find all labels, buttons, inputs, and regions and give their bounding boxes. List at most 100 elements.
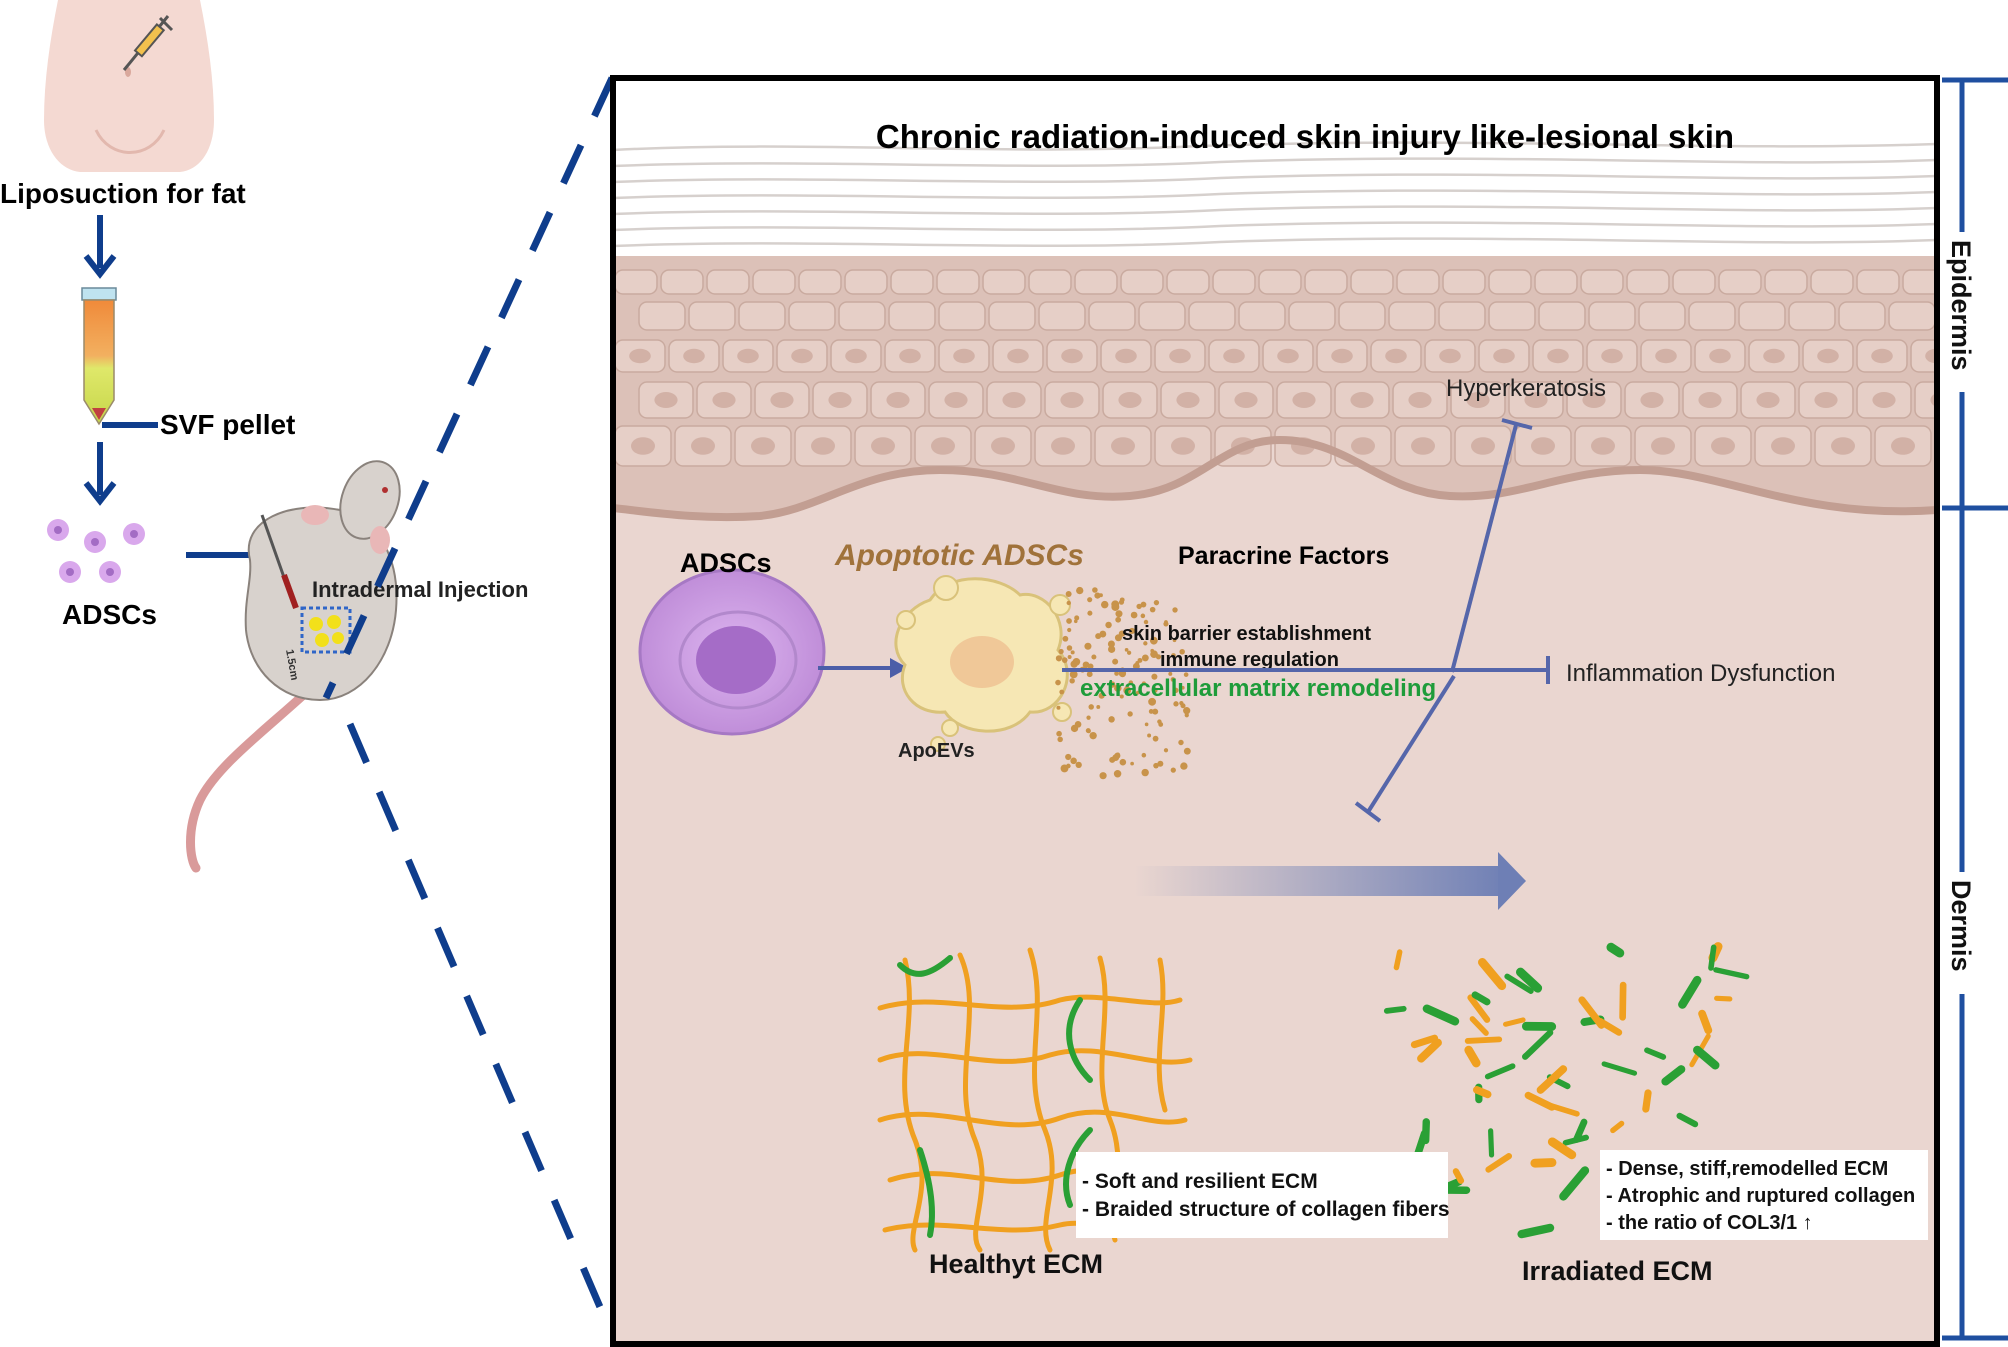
cell-nucleus (791, 348, 813, 364)
epidermal-cell (614, 269, 658, 295)
vesicle-dot (1089, 731, 1097, 740)
dermis-label-bg (1948, 872, 1978, 994)
collagen-fragment (1547, 1102, 1580, 1117)
epidermal-cell (1534, 269, 1578, 295)
hyperkeratosis-label: Hyperkeratosis (1446, 375, 1606, 402)
vesicle-dot (1126, 650, 1132, 655)
epidermal-cell (1902, 269, 1937, 295)
centrifuge-tube-icon (81, 287, 117, 426)
cell-nucleus (629, 348, 651, 364)
cell-nucleus (712, 392, 736, 408)
cell-nucleus (1002, 392, 1026, 408)
epidermal-cell (1718, 269, 1762, 295)
vesicle-dot (1151, 673, 1158, 680)
epidermal-cell (1074, 269, 1118, 295)
vesicle-dot (1088, 704, 1094, 710)
collagen-fragment (1597, 1018, 1623, 1036)
cell-nucleus (811, 437, 835, 455)
cell-nucleus (1493, 348, 1515, 364)
cell-nucleus (1711, 437, 1735, 455)
epidermal-cell (1088, 301, 1136, 331)
cell-nucleus (631, 437, 655, 455)
cell-nucleus (871, 437, 895, 455)
epidermal-cell (1438, 301, 1486, 331)
collagen-fragment (1693, 1045, 1720, 1070)
collagen-fragment (1530, 1158, 1557, 1168)
cell-nucleus (1060, 392, 1084, 408)
vesicle-dot (1087, 610, 1093, 616)
collagen-fragment (1676, 1112, 1699, 1128)
collagen-fiber (1027, 947, 1055, 1253)
vesicle-dot (1070, 724, 1079, 733)
cell-nucleus (886, 392, 910, 408)
epidermal-cell (1338, 301, 1386, 331)
collagen-fragment (1713, 967, 1750, 980)
collagen-fragment (1547, 1137, 1577, 1160)
collagen-fragment (1714, 995, 1733, 1002)
vesicle-dot (1092, 587, 1098, 593)
vesicle-dot (1058, 648, 1064, 655)
epidermal-cell (1538, 301, 1586, 331)
epidermal-cell (1288, 301, 1336, 331)
cell-nucleus (691, 437, 715, 455)
collagen-fiber (1156, 957, 1168, 1113)
vesicle-dot (1118, 599, 1125, 605)
apoevs-label: ApoEVs (898, 740, 975, 762)
collagen-fragment (1562, 1134, 1589, 1146)
zoom-line-bottom (346, 722, 616, 1337)
vesicle-dot (1157, 719, 1162, 724)
collagen-fragment (1619, 981, 1627, 1021)
skin-illustration (613, 78, 1937, 1344)
vesicle-dot (1163, 621, 1169, 627)
epidermal-cell (1258, 269, 1302, 295)
collagen-fragment (1601, 1061, 1638, 1076)
collagen-fragment (1606, 942, 1625, 958)
vesicle-dot (1069, 678, 1075, 684)
paracrine-item-1: skin barrier establishment (1122, 623, 1371, 645)
vesicle-dot (1143, 619, 1149, 625)
cell-nucleus (1709, 348, 1731, 364)
epidermal-cell (660, 269, 704, 295)
collagen-fragment (1559, 1166, 1590, 1201)
collagen-fragment (1469, 1016, 1489, 1036)
vesicle-dot (1112, 658, 1119, 665)
epidermal-cell (1120, 269, 1164, 295)
vesicle-dot (1141, 752, 1147, 758)
cell-nucleus (1277, 348, 1299, 364)
vesicle-dot (1115, 610, 1123, 618)
cell-nucleus (1471, 437, 1495, 455)
vesicle-dot (1062, 635, 1069, 642)
vesicle-dot (1099, 593, 1103, 598)
transition-arrow (1134, 852, 1526, 910)
collagen-fragment (1644, 1047, 1667, 1060)
epidermal-cell (638, 301, 686, 331)
epidermal-cell (1764, 269, 1808, 295)
collagen-type3-fiber (897, 955, 953, 977)
epidermal-cell (788, 301, 836, 331)
epidermal-cell (738, 301, 786, 331)
vesicle-dot (1137, 657, 1143, 663)
cell-nucleus (1655, 348, 1677, 364)
epidermal-cell (1388, 301, 1436, 331)
vesicle-dot (1148, 709, 1154, 714)
vesicle-dot (1183, 747, 1191, 755)
epidermal-cell (1488, 269, 1532, 295)
paracrine-item-2: immune regulation (1160, 649, 1339, 671)
abdomen-icon (44, 0, 214, 172)
cell-nucleus (1051, 437, 1075, 455)
cell-nucleus (1439, 348, 1461, 364)
collagen-fragment (1536, 1065, 1568, 1094)
vesicle-dot (1067, 655, 1072, 659)
collagen-fragment (1661, 1065, 1686, 1086)
healthy-ecm-note-2: - Braided structure of collagen fibers (1082, 1198, 1450, 1221)
collagen-fragment (1473, 1086, 1492, 1099)
vesicle-dot (1128, 627, 1136, 635)
vesicle-dot (1055, 679, 1061, 686)
cell-nucleus (1115, 348, 1137, 364)
vesicle-dot (1178, 739, 1184, 746)
epidermal-cell (1212, 269, 1256, 295)
cell-nucleus (944, 392, 968, 408)
epidermal-cell (1914, 381, 1937, 419)
cell-nucleus (1169, 348, 1191, 364)
epidermal-cell (1350, 269, 1394, 295)
